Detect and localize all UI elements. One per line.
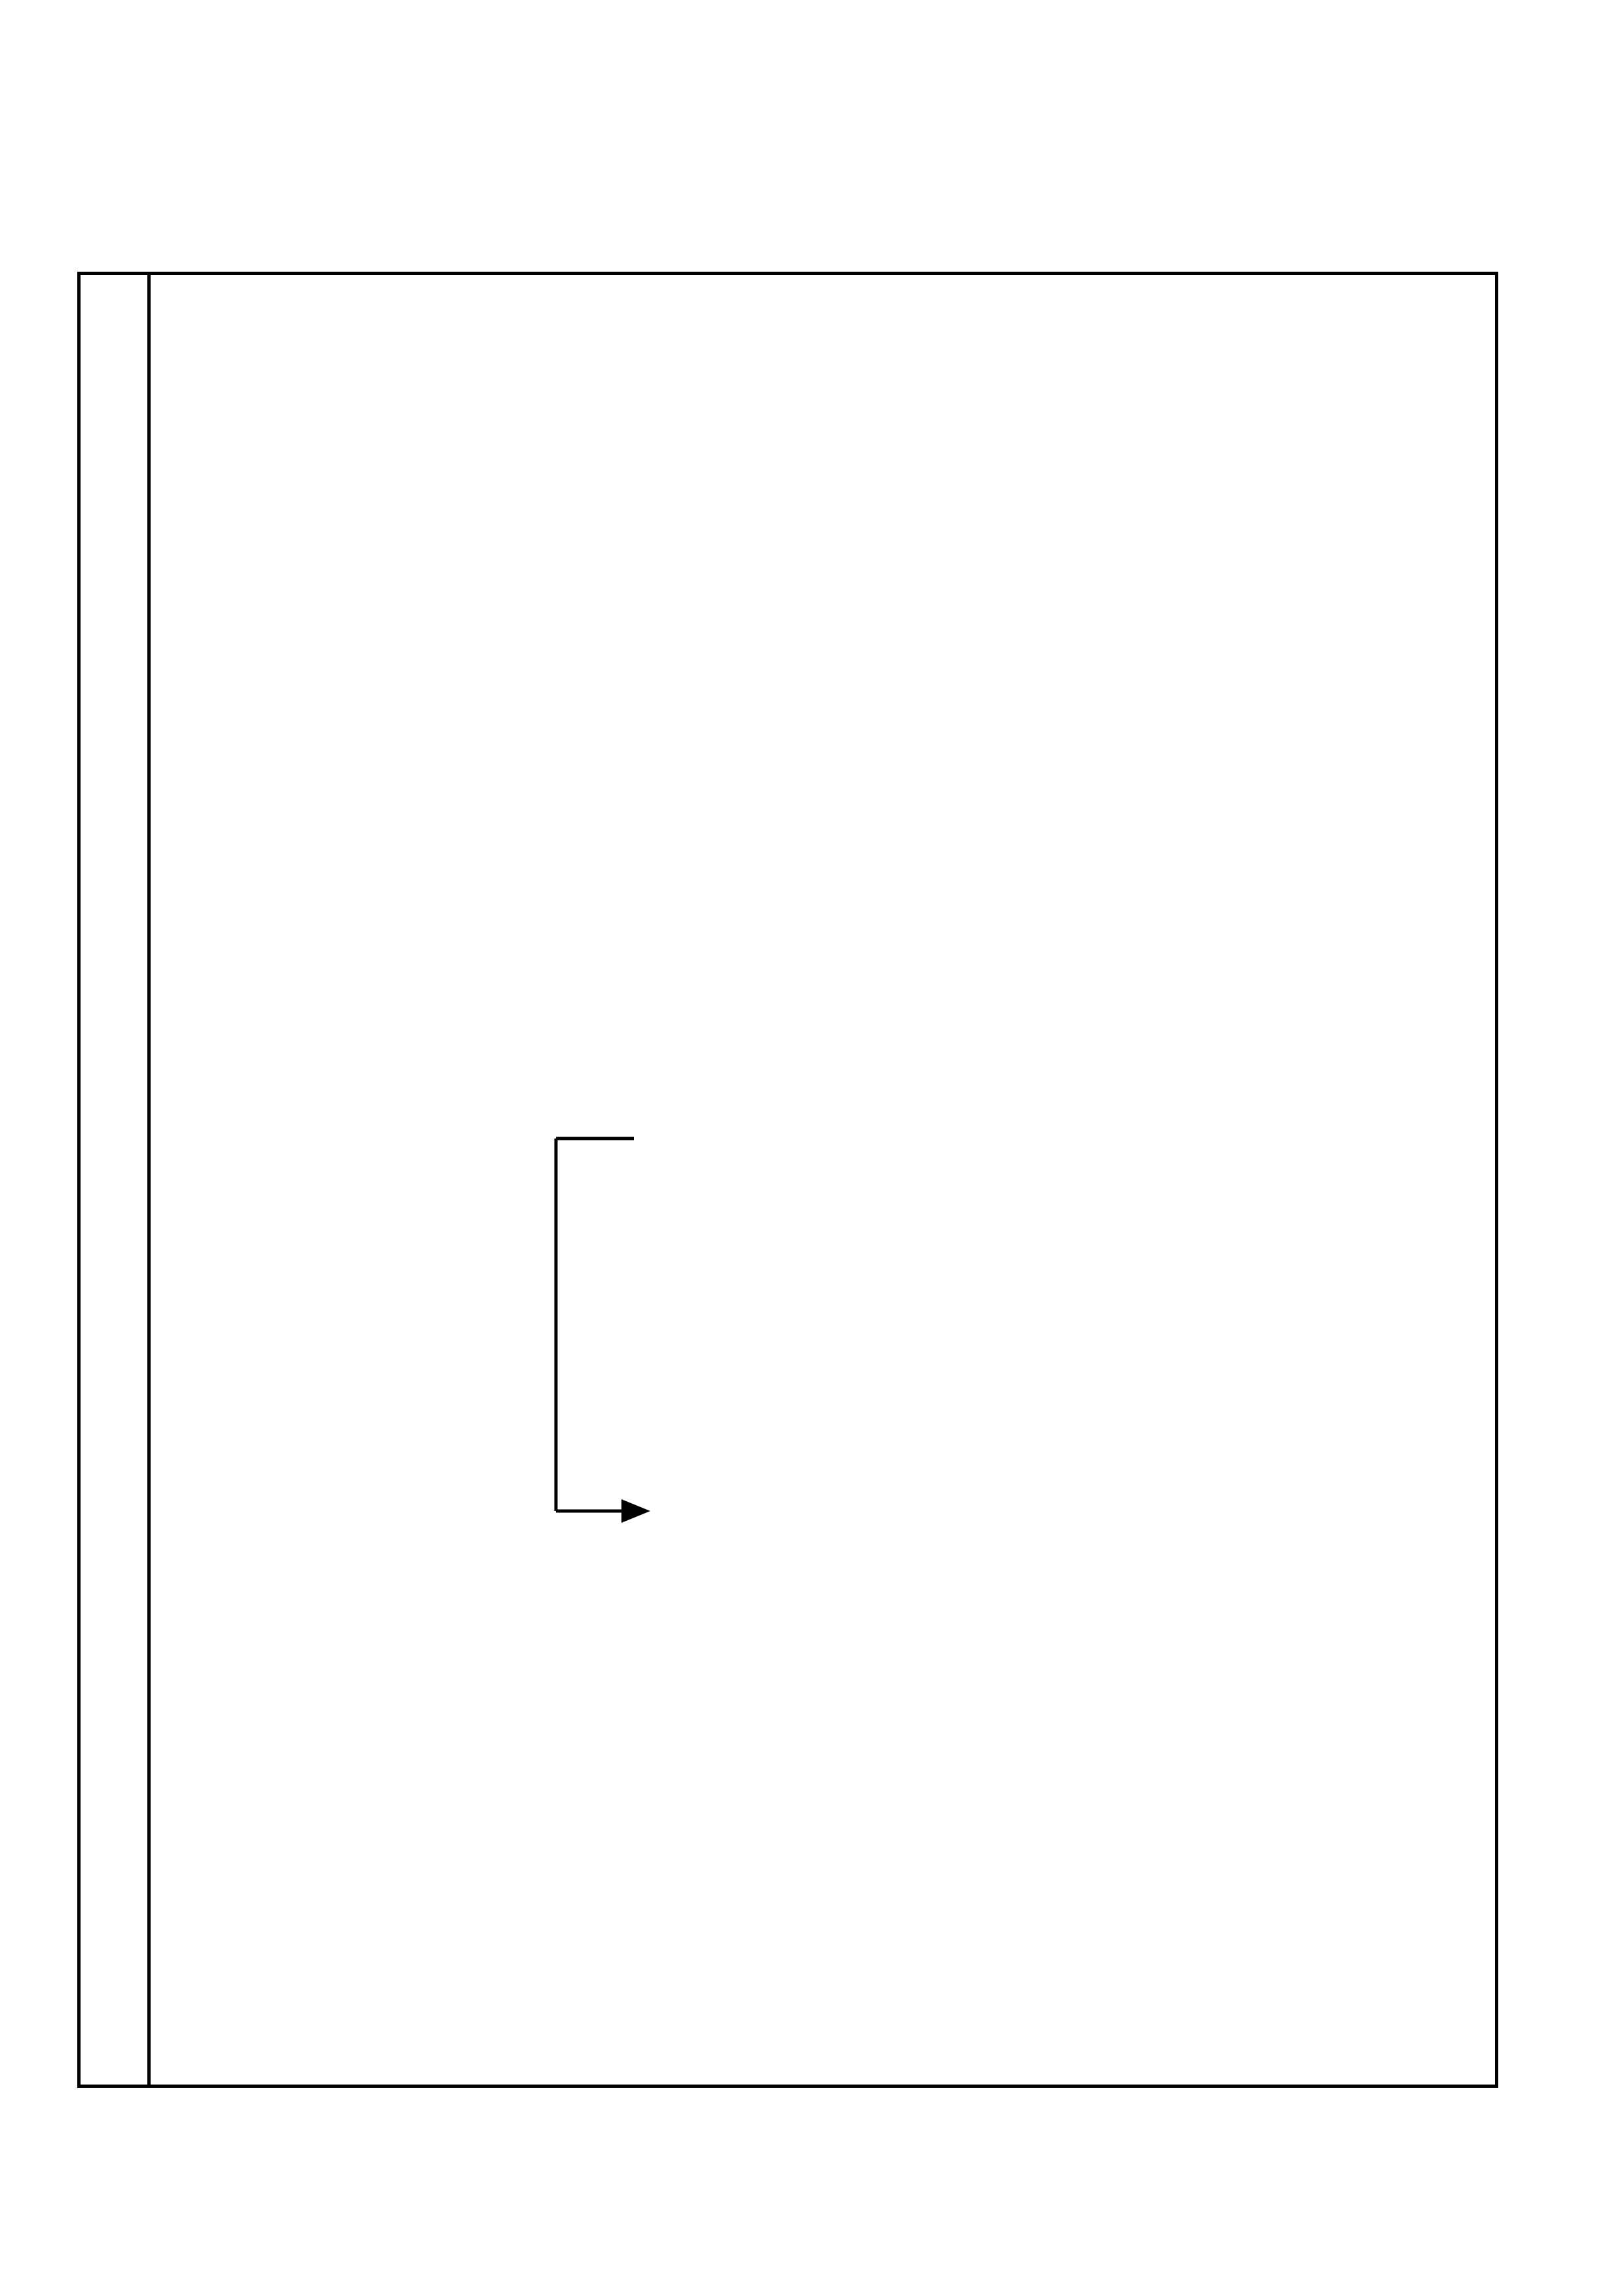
title-block [0,124,1624,152]
feedback-loop-connector [554,1137,650,1523]
phase-label-column [81,275,151,2085]
flowchart-frame [77,272,1498,2088]
